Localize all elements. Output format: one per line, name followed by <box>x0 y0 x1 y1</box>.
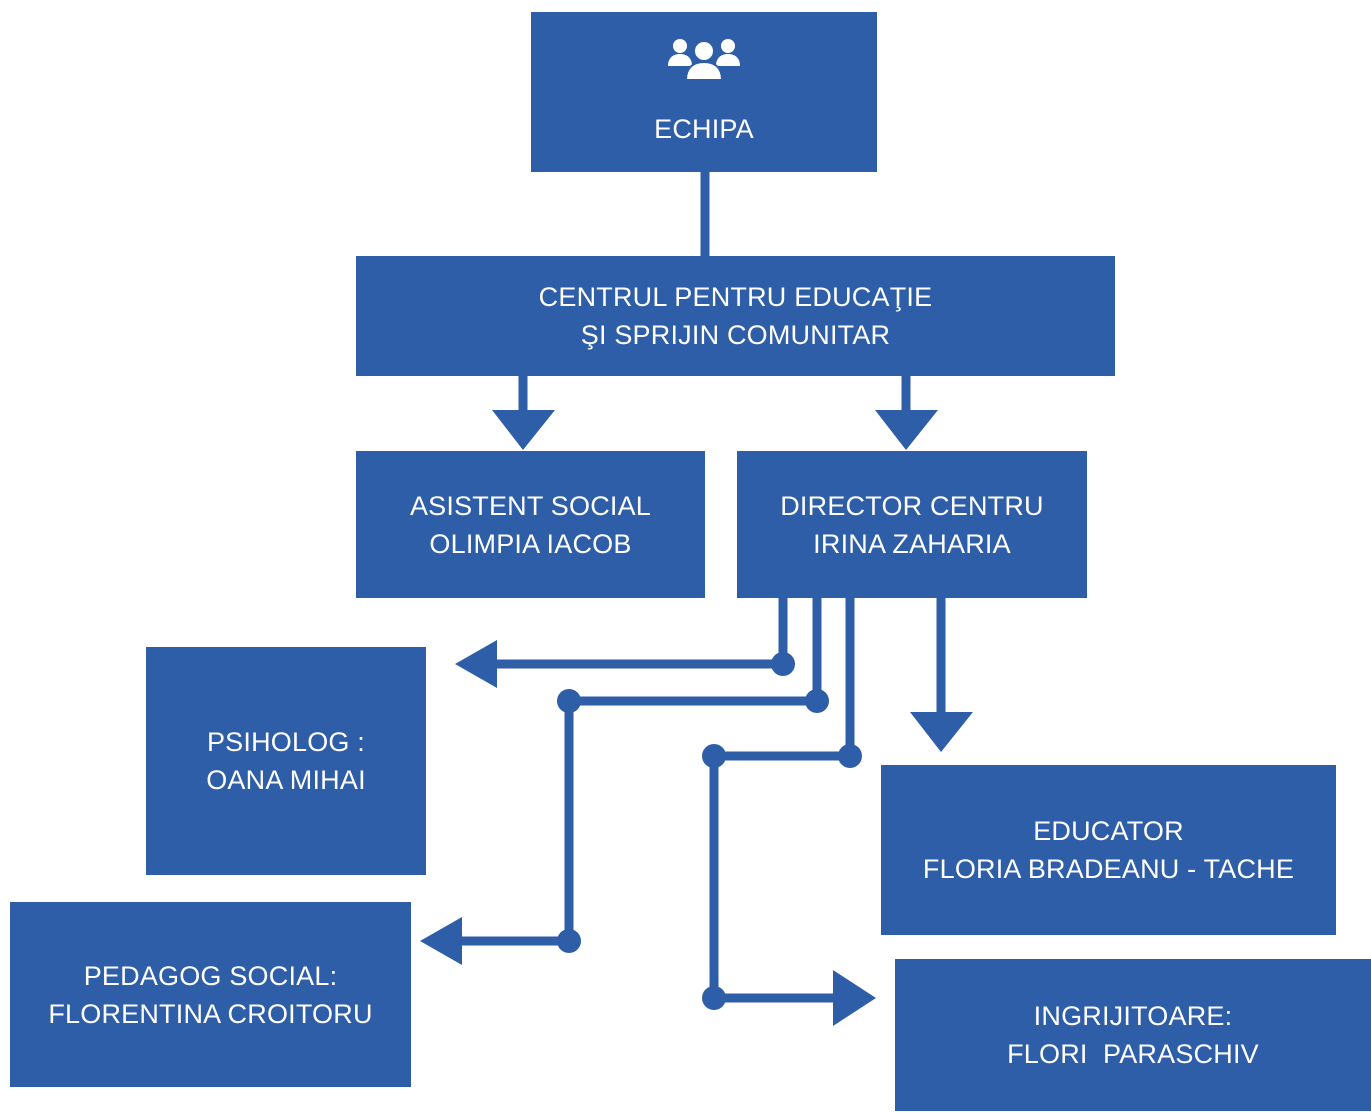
social-worker-name: OLIMPIA IACOB <box>429 528 632 559</box>
connector-director-psychologist <box>495 598 788 669</box>
junction-dot <box>771 652 795 676</box>
director-role: DIRECTOR CENTRU <box>780 490 1044 521</box>
arrowhead-social-worker <box>492 410 555 450</box>
social-pedagogue-node: PEDAGOG SOCIAL: FLORENTINA CROITORU <box>10 902 411 1087</box>
director-name: IRINA ZAHARIA <box>813 528 1011 559</box>
psychologist-node: PSIHOLOG : OANA MIHAI <box>146 647 426 875</box>
arrowhead-pedagogue <box>420 917 462 965</box>
social-pedagogue-role: PEDAGOG SOCIAL: <box>83 960 338 991</box>
caregiver-role: INGRIJITOARE: <box>1033 1001 1233 1031</box>
social-worker-node: ASISTENT SOCIAL OLIMPIA IACOB <box>356 451 705 598</box>
director-node: DIRECTOR CENTRU IRINA ZAHARIA <box>737 451 1087 598</box>
educator-role: EDUCATOR <box>1033 816 1184 846</box>
center-name-line1: CENTRUL PENTRU EDUCAŢIE <box>538 282 933 312</box>
arrowhead-caregiver <box>833 970 876 1026</box>
junction-dot <box>702 986 726 1010</box>
educator-name: FLORIA BRADEANU - TACHE <box>922 854 1295 884</box>
junction-dot <box>805 689 829 713</box>
caregiver-name: FLORI PARASCHIV <box>1007 1039 1259 1069</box>
caregiver-node: INGRIJITOARE: FLORI PARASCHIV <box>895 959 1371 1111</box>
social-pedagogue-name: FLORENTINA CROITORU <box>48 998 373 1029</box>
center-name-line2: ŞI SPRIJIN COMUNITAR <box>580 320 891 350</box>
junction-dot <box>557 929 581 953</box>
educator-node: EDUCATOR FLORIA BRADEANU - TACHE <box>881 765 1336 935</box>
connector-director-pedagogue <box>460 598 822 946</box>
junction-dot <box>557 689 581 713</box>
arrowhead-psychologist <box>455 640 497 688</box>
psychologist-role: PSIHOLOG : <box>206 727 366 757</box>
team-label: ECHIPA <box>654 114 754 144</box>
users-group-icon <box>666 36 742 82</box>
center-node: CENTRUL PENTRU EDUCAŢIE ŞI SPRIJIN COMUN… <box>356 256 1115 376</box>
arrowhead-educator <box>910 712 973 752</box>
arrowhead-director <box>875 410 938 450</box>
junction-dot <box>838 744 862 768</box>
psychologist-name: OANA MIHAI <box>206 765 366 795</box>
team-node: ECHIPA <box>531 12 877 172</box>
social-worker-role: ASISTENT SOCIAL <box>409 490 652 521</box>
junction-dot <box>702 744 726 768</box>
